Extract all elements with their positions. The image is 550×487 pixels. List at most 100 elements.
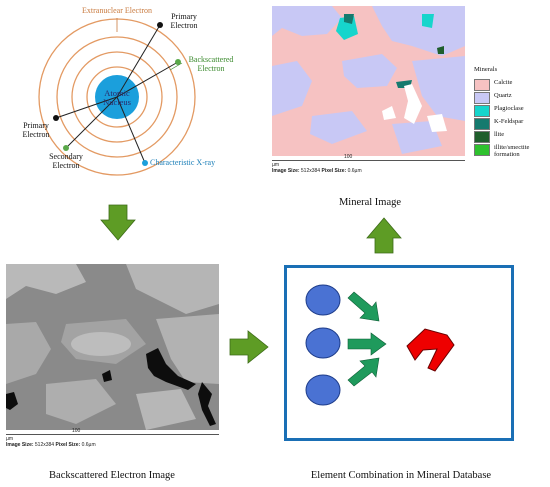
legend-label: Plagioclase (494, 105, 524, 112)
bse-image-size-value: 512x384 (34, 442, 55, 448)
element-ellipse-2 (305, 327, 341, 359)
right-arrow-shape (229, 330, 269, 364)
legend-item: Plagioclase (474, 105, 548, 118)
illite-grain (437, 46, 444, 54)
element-ellipse-1 (305, 284, 341, 316)
pore-2 (427, 114, 447, 132)
xray-dot (142, 160, 148, 166)
bse-pore-3 (102, 370, 112, 382)
mineral-map (272, 6, 465, 156)
nucleus-label-line2: Nucleus (103, 97, 131, 107)
bse-pixel-size-value: 0.6µm (81, 442, 96, 448)
primary-beam-top (116, 24, 161, 98)
mineral-image-caption: Mineral Image (338, 197, 402, 208)
xray-label: Characteristic X-ray (150, 158, 216, 167)
quartz-region-5 (412, 56, 465, 121)
quartz-region-3 (272, 61, 312, 116)
primary-electron-top-dot (157, 22, 163, 28)
element-ellipse-3 (305, 374, 341, 406)
legend-label: Calcite (494, 79, 513, 86)
legend-swatch (474, 79, 490, 91)
mineral-shape (406, 328, 455, 372)
legend-item: illite/smectite formation (474, 144, 548, 158)
primary-top-line2: Electron (170, 21, 198, 30)
backscattered-line1: Backscattered (188, 55, 234, 64)
bse-image-meta: Image Size: 512x384 Pixel Size: 0.6µm (6, 442, 96, 448)
secondary-line1: Secondary (49, 152, 83, 161)
legend-label: illite/smectite formation (494, 144, 530, 158)
bse-image-caption: Backscattered Electron Image (49, 470, 175, 481)
bse-image (6, 264, 219, 430)
shell-2 (71, 51, 163, 143)
legend-title: Minerals (474, 66, 498, 73)
backscattered-label: Backscattered Electron (180, 55, 242, 73)
mineral-map-scalebar: 100 µm Image Size: 512x384 Pixel Size: 0… (272, 154, 465, 175)
bse-bright-region-6 (46, 379, 116, 424)
nucleus-label: Atomic Nucleus (96, 89, 138, 107)
atom-diagram (38, 18, 196, 176)
legend-label: llite (494, 131, 505, 138)
legend-swatch (474, 144, 490, 156)
primary-beam-left (55, 96, 118, 119)
legend-item: Quartz (474, 92, 548, 105)
bse-phases (6, 264, 219, 430)
bse-scale-unit: µm (6, 436, 14, 442)
extranuclear-label: Extranuclear Electron (82, 6, 152, 15)
legend-swatch (474, 105, 490, 117)
legend-item: Calcite (474, 79, 548, 92)
element-arrow-2 (347, 332, 387, 356)
mineral-pixel-size-value: 0.6µm (347, 168, 362, 174)
bse-bright-region-5 (156, 314, 219, 384)
up-arrow (366, 217, 402, 254)
up-arrow-shape (366, 217, 402, 254)
bse-bright-region-7 (136, 389, 196, 430)
primary-electron-top-label: Primary Electron (164, 12, 204, 30)
legend-swatch (474, 92, 490, 104)
bse-scalebar: 100 µm Image Size: 512x384 Pixel Size: 0… (6, 428, 219, 449)
quartz-region-2 (372, 6, 465, 56)
legend-label: Quartz (494, 92, 512, 99)
secondary-line (65, 96, 118, 149)
legend-item: llite (474, 131, 548, 144)
bse-pore-4 (6, 392, 18, 410)
down-arrow-shape (100, 204, 136, 241)
primary-top-line1: Primary (171, 12, 197, 21)
primary-electron-left-label: Primary Electron (16, 121, 56, 139)
primary-left-line1: Primary (23, 121, 49, 130)
pore-3 (382, 106, 396, 120)
backscattered-pointer (169, 62, 183, 71)
element-arrow-3 (347, 357, 380, 387)
backscattered-electron-dot (175, 59, 181, 65)
plagioclase-grain-1 (336, 16, 358, 40)
plagioclase-grain-2 (422, 14, 434, 28)
shell-inner (86, 66, 148, 128)
bse-pore-2 (198, 382, 216, 426)
bse-image-size-label: Image Size: (6, 442, 34, 448)
nucleus-label-line1: Atomic (104, 88, 130, 98)
quartz-region-7 (392, 121, 442, 154)
right-arrow (229, 330, 269, 364)
mineral-image-meta: Image Size: 512x384 Pixel Size: 0.6µm (272, 168, 362, 174)
bse-bright-region-3 (6, 322, 51, 384)
secondary-line2: Electron (52, 161, 80, 170)
legend-label: K-Feldspar (494, 118, 524, 125)
element-arrow-1 (347, 291, 380, 322)
mineral-scale-value: 100 (344, 154, 353, 160)
quartz-region-4 (342, 54, 397, 88)
mineral-scale-unit: µm (272, 162, 280, 168)
backscattered-line (116, 61, 179, 98)
primary-left-line2: Electron (22, 130, 50, 139)
mineral-image-size-label: Image Size: (272, 168, 300, 174)
shell-3 (56, 36, 178, 158)
database-diagram (305, 284, 455, 406)
mineral-scale-line (272, 160, 465, 161)
bse-highlight (71, 332, 131, 356)
quartz-region-1 (272, 6, 342, 36)
bse-scale-value: 100 (72, 428, 81, 434)
bse-scale-line (6, 434, 219, 435)
mineral-image-size-value: 512x384 (300, 168, 321, 174)
legend-item: K-Feldspar (474, 118, 548, 131)
kfeldspar-grain-1 (344, 14, 354, 24)
